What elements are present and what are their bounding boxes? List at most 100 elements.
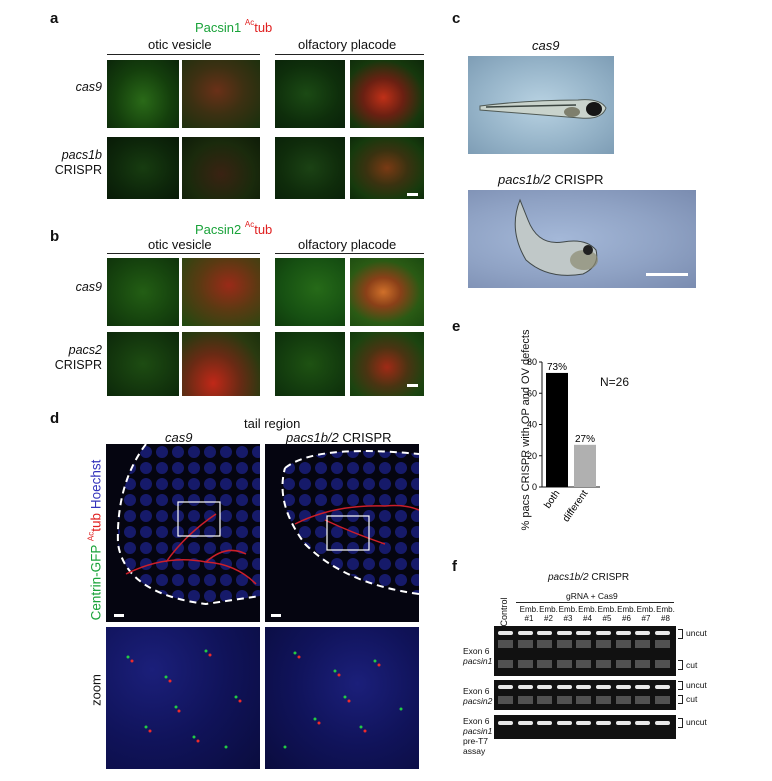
- panel-a-letter: a: [50, 10, 59, 27]
- gel-smear: [517, 696, 533, 704]
- y-tick-label: 60: [527, 388, 537, 398]
- panel-a-image-crispr-op-merge: [350, 137, 424, 199]
- lane-label: Emb. #2: [539, 605, 558, 623]
- gel-band: [556, 685, 572, 689]
- gel-band: [576, 631, 592, 635]
- gel-smear: [596, 660, 611, 668]
- panel-d-side-sup: Ac: [86, 531, 96, 542]
- panel-b-image-cas9-op-merge: [350, 258, 424, 326]
- panel-b-image-crispr-ov-merge: [182, 332, 260, 396]
- lane-label: Emb. #4: [578, 605, 597, 623]
- gel-smear: [615, 696, 631, 704]
- gel2-uncut-label: uncut: [686, 680, 707, 690]
- gel-band: [556, 721, 572, 725]
- gel-band: [498, 721, 513, 725]
- gel-band: [615, 631, 631, 635]
- gel-band: [635, 631, 651, 635]
- panel-b-image-cas9-ov-merge: [182, 258, 260, 326]
- panel-b-underline-left: [107, 253, 260, 254]
- gel-smear: [556, 696, 572, 704]
- panel-a-underline-right: [275, 54, 424, 55]
- gel-smear: [556, 660, 572, 668]
- panel-a-image-cas9-op-merge: [350, 60, 424, 128]
- gel-band: [498, 631, 513, 635]
- gel2-uncut-bracket: [678, 681, 683, 690]
- gel-smear: [537, 660, 553, 668]
- panel-c-image-crispr-larva: [468, 190, 696, 288]
- gel-band: [635, 685, 651, 689]
- panel-c-top-label: cas9: [532, 38, 560, 53]
- panel-b-title-green: Pacsin2: [195, 222, 242, 237]
- panel-d-letter: d: [50, 410, 60, 427]
- panel-b-region-left: otic vesicle: [148, 237, 212, 252]
- panel-a-image-crispr-ov-merge: [182, 137, 260, 199]
- lane-label: Emb. #5: [597, 605, 617, 623]
- panel-b-image-cas9-op-green: [275, 258, 345, 326]
- gel2-cut-bracket: [678, 695, 683, 704]
- tail-cas9-drawing: [116, 444, 260, 606]
- gel-band: [635, 721, 651, 725]
- gel-band: [576, 721, 592, 725]
- panel-a-image-cas9-ov-merge: [182, 60, 260, 128]
- panel-f-control-label: Control: [499, 597, 509, 627]
- gel-band: [615, 721, 631, 725]
- gel-smear: [615, 640, 631, 648]
- panel-b-image-crispr-ov-green: [107, 332, 179, 396]
- lane-label: Emb. #8: [656, 605, 675, 623]
- gel1-cut-bracket: [678, 660, 683, 670]
- gel3-uncut-label: uncut: [686, 717, 707, 727]
- panel-b-row1-label: cas9: [75, 280, 102, 294]
- y-tick-label: 40: [527, 420, 537, 430]
- panel-d-scale-bar-left: [114, 614, 124, 617]
- panel-b-scale-bar: [407, 384, 418, 387]
- gel-band: [596, 685, 611, 689]
- panel-b-title: Pacsin2 Actub: [195, 220, 272, 237]
- panel-b-region-right: olfactory placode: [298, 237, 397, 252]
- panel-a-image-cas9-ov-green: [107, 60, 179, 128]
- gel-smear: [498, 660, 513, 668]
- panel-f-group-label: gRNA + Cas9: [566, 591, 618, 601]
- gel1-cut-label: cut: [686, 660, 698, 670]
- panel-c-image-cas9-larva: [468, 56, 614, 154]
- gel-smear: [615, 660, 631, 668]
- category-label-both: both: [542, 488, 562, 510]
- gel-smear: [517, 660, 533, 668]
- panel-a-underline-left: [107, 54, 260, 55]
- gel-smear: [635, 696, 651, 704]
- panel-a-image-crispr-ov-green: [107, 137, 179, 199]
- panel-a-image-crispr-op-green: [275, 137, 345, 199]
- panel-f-letter: f: [452, 558, 457, 575]
- gel-smear: [537, 640, 553, 648]
- panel-e-ylabel: % pacs CRISPR with OP and OV defects: [520, 329, 532, 531]
- gel-smear: [635, 660, 651, 668]
- panel-a-image-cas9-op-green: [275, 60, 345, 128]
- bar-different: [574, 444, 596, 487]
- lane-label: Emb. #3: [558, 605, 578, 623]
- panel-d-image-crispr-tail: [265, 444, 419, 622]
- gel-band: [537, 685, 553, 689]
- gel-band: [537, 721, 553, 725]
- gel-band: [498, 685, 513, 689]
- panel-a-region-left: otic vesicle: [148, 37, 212, 52]
- panel-d-title: tail region: [244, 416, 301, 431]
- data-label-both: 73%: [547, 362, 567, 373]
- gel-band: [596, 631, 611, 635]
- larva-cas9-drawing: [479, 99, 607, 119]
- lane-label: Emb. #7: [636, 605, 656, 623]
- gel-smear: [596, 640, 611, 648]
- gel-band: [556, 631, 572, 635]
- chart-bars: [546, 372, 596, 487]
- gel-smear: [498, 696, 513, 704]
- gel1-uncut-label: uncut: [686, 628, 707, 638]
- panel-d-scale-bar-right: [271, 614, 281, 617]
- panel-d-image-crispr-zoom: [265, 627, 419, 769]
- gel-smear: [654, 696, 670, 704]
- panel-d-image-cas9-zoom: [106, 627, 260, 769]
- zoom-crispr-dots: [283, 651, 403, 749]
- panel-d-side-red: tub: [88, 512, 104, 532]
- gel1-uncut-bracket: [678, 629, 683, 639]
- panel-b-image-cas9-ov-green: [107, 258, 179, 326]
